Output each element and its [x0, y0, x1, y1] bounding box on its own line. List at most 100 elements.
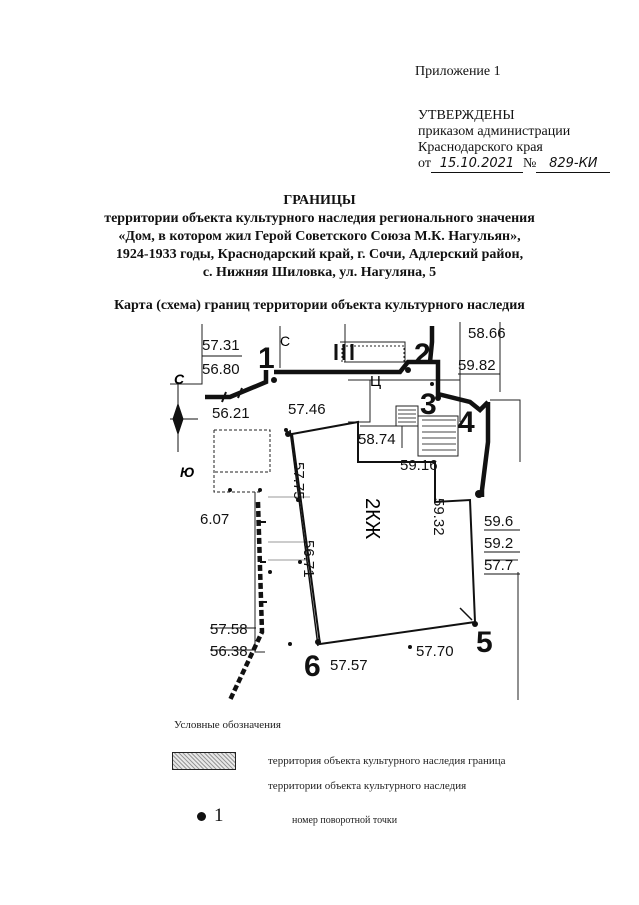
title-line: 1924-1933 годы, Краснодарский край, г. С…	[115, 247, 524, 262]
boundary-tick	[260, 521, 267, 603]
building-outline	[289, 429, 319, 647]
map-line	[170, 324, 203, 385]
survey-point	[288, 642, 292, 646]
elevation-label: 56.71	[300, 540, 317, 578]
elevation-label: 57.46	[288, 401, 326, 418]
elevation-label: 56.38	[210, 643, 248, 660]
compass-needle	[172, 402, 184, 436]
building-label: 2КЖ	[361, 498, 383, 540]
point-number: 5	[476, 626, 493, 659]
date-prefix: от	[418, 156, 431, 171]
elevation-label: 56.21	[212, 405, 250, 422]
elevation-label: 57.70	[416, 643, 454, 660]
stair-steps	[398, 409, 416, 423]
point-number: 1	[258, 342, 275, 375]
approved-line: Краснодарского края	[418, 140, 543, 155]
compass-icon	[170, 382, 198, 452]
survey-point	[475, 490, 483, 498]
elevation-underline	[202, 355, 520, 651]
survey-point	[472, 621, 478, 627]
elevation-label: 58.66	[468, 325, 506, 342]
approval-date: 15.10.2021	[430, 156, 523, 173]
elevation-label: 57.31	[202, 337, 240, 354]
map-title: Карта (схема) границ территории объекта …	[114, 298, 525, 313]
legend-item: номер поворотной точки	[292, 815, 398, 826]
elevation-label: 58.74	[358, 431, 396, 448]
stair-steps	[422, 419, 456, 451]
legend-hatch-swatch	[172, 752, 236, 770]
legend-title: Условные обозначения	[174, 719, 281, 731]
building-outline	[290, 420, 477, 646]
point-number: 6	[304, 650, 321, 683]
elevation-label: 59.6	[484, 513, 513, 530]
point-number: 4	[458, 406, 475, 439]
survey-point	[296, 498, 300, 502]
map-line	[268, 496, 310, 561]
map-line	[360, 425, 403, 448]
elevation-label: 6.07	[200, 511, 229, 528]
boundary-line	[427, 326, 435, 363]
boundary-line	[479, 402, 491, 497]
boundary-line	[420, 359, 490, 414]
legend-item: территории объекта культурного наследия	[268, 780, 467, 792]
survey-point	[258, 488, 262, 492]
survey-point	[435, 395, 441, 401]
map-line	[214, 429, 271, 473]
approved-line: УТВЕРЖДЕНЫ	[418, 108, 515, 123]
map-line	[254, 492, 265, 653]
survey-point	[408, 645, 412, 649]
boundary-line	[334, 344, 354, 360]
map-line	[490, 399, 521, 462]
survey-point	[271, 377, 277, 383]
building-outline	[459, 607, 473, 621]
map-line	[348, 379, 461, 422]
title-line: территории объекта культурного наследия …	[104, 211, 535, 226]
stairs-block	[395, 405, 419, 427]
compass-north: С	[174, 371, 185, 387]
map-line	[340, 341, 406, 362]
map-line	[213, 430, 260, 493]
number-prefix: №	[522, 156, 537, 171]
elevation-label: 57.7	[484, 557, 513, 574]
boundary-line	[227, 501, 265, 700]
point-number: 3	[420, 388, 437, 421]
survey-point	[268, 570, 272, 574]
elevation-label: 59.16	[400, 457, 438, 474]
map-line	[485, 559, 519, 700]
stairs-block	[341, 345, 405, 363]
survey-point	[315, 639, 321, 645]
survey-point	[228, 488, 232, 492]
survey-point	[285, 431, 291, 437]
legend-point-number: 1	[214, 805, 224, 826]
map-letter: С	[280, 333, 290, 349]
title-line: с. Нижняя Шиловка, ул. Нагуляна, 5	[202, 265, 437, 280]
boundary-line	[274, 359, 420, 375]
survey-point	[405, 367, 411, 373]
approval-number: 829-КИ	[536, 156, 611, 173]
stairs-block	[417, 415, 459, 457]
elevation-label: 59.2	[484, 535, 513, 552]
survey-point	[284, 428, 288, 432]
elevation-label: 57.75	[290, 462, 307, 500]
survey-point	[430, 382, 434, 386]
map-line	[348, 380, 371, 423]
boundary-tick	[221, 387, 243, 403]
elevation-label: 59.32	[430, 498, 447, 536]
point-number: 2	[414, 338, 431, 371]
appendix-label: Приложение 1	[415, 64, 501, 79]
map-letter: Ц	[370, 373, 381, 390]
elevation-label: 57.57	[330, 657, 368, 674]
elevation-label: 56.80	[202, 361, 240, 378]
legend-point-dot	[197, 812, 206, 821]
elevation-label: 59.82	[458, 357, 496, 374]
elevation-label: 57.58	[210, 621, 248, 638]
boundary-line	[205, 370, 269, 400]
compass-south: Ю	[180, 464, 195, 480]
title-line: «Дом, в котором жил Герой Советского Сою…	[118, 229, 521, 244]
title-line: ГРАНИЦЫ	[283, 193, 356, 208]
survey-point	[298, 560, 302, 564]
legend-item: территория объекта культурного наследия …	[268, 755, 506, 767]
approved-line: приказом администрации	[418, 124, 571, 139]
document-title: ГРАНИЦЫ территории объекта культурного н…	[0, 192, 639, 282]
